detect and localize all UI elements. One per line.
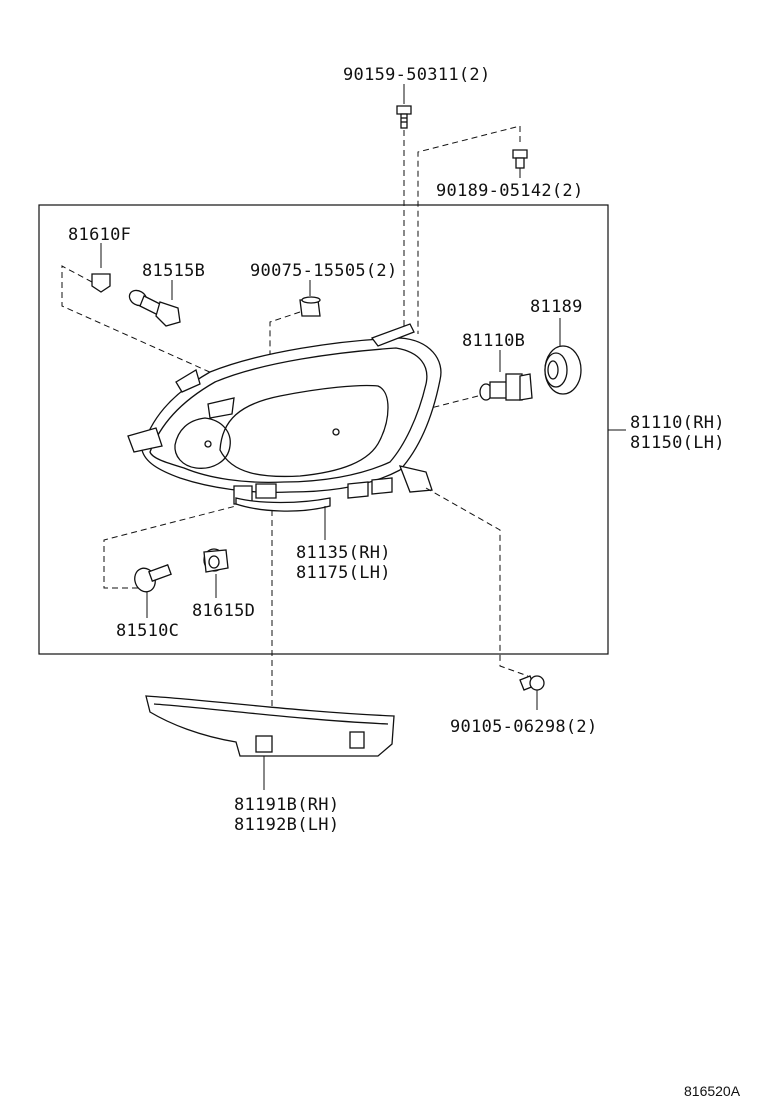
socket-label: 81615D (192, 601, 255, 621)
socket-cover-label: 81189 (530, 297, 583, 317)
figure-id-label: 816520A (684, 1083, 741, 1099)
bulb-turn-dash (103, 505, 237, 589)
bolt-top-label: 90159-50311(2) (343, 65, 491, 85)
bracket-lh-label: 81192B(LH) (234, 815, 339, 835)
bolt-right-dash (417, 125, 521, 334)
bulb-main-label: 81110B (462, 331, 525, 351)
bulb-side-dash (61, 265, 233, 383)
unit-lh-label: 81150(LH) (630, 433, 725, 453)
headlamp-housing (127, 323, 442, 512)
unit-rh-label: 81110(RH) (630, 413, 725, 433)
bolt-right-label: 90189-05142(2) (436, 181, 584, 201)
grommet-part (299, 280, 321, 317)
bulb-side-label: 81610F (68, 225, 131, 245)
bolt-right-part (512, 149, 528, 178)
bulb-turn-label: 81510C (116, 621, 179, 641)
bolt-top-part (396, 84, 412, 129)
screw-part (519, 675, 545, 710)
screw-label: 90105-06298(2) (450, 717, 598, 737)
bulb-turn-part (134, 564, 172, 618)
socket-part (203, 548, 229, 598)
bulb-main-part (479, 350, 533, 401)
bulb-side-part (91, 243, 111, 293)
grommet-label: 90075-15505(2) (250, 261, 398, 281)
bracket-part (145, 695, 395, 790)
housing-rh-label: 81135(RH) (296, 543, 391, 563)
bulb-fog-label: 81515B (142, 261, 205, 281)
housing-lh-label: 81175(LH) (296, 563, 391, 583)
bracket-rh-label: 81191B(RH) (234, 795, 339, 815)
screw-dash (425, 487, 529, 677)
bulb-fog-part (128, 280, 181, 327)
socket-cover-part (544, 318, 582, 395)
